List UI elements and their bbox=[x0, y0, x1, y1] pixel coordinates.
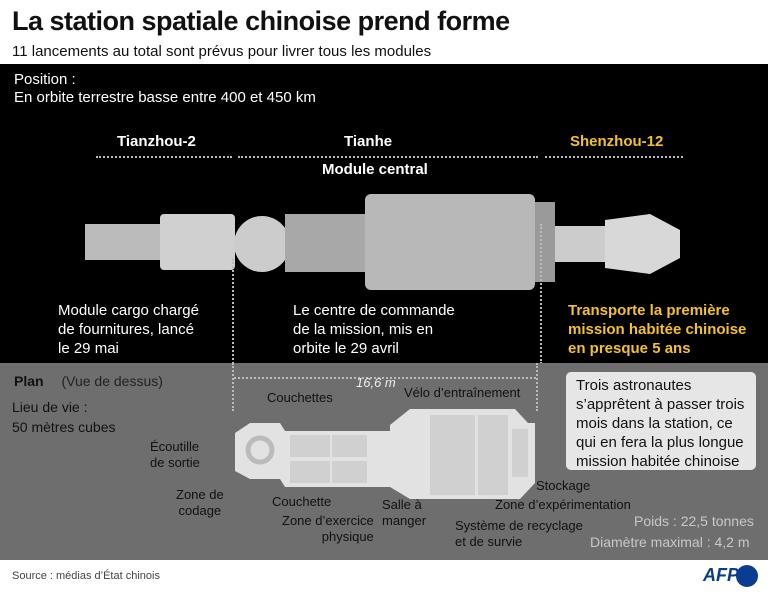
mission-note: Trois astronautes s’apprêtent à passer t… bbox=[566, 372, 756, 470]
tianhe-subtitle: Module central bbox=[322, 161, 428, 178]
shenzhou-name: Shenzhou-12 bbox=[570, 133, 664, 150]
length-label: 16,6 m bbox=[356, 375, 396, 390]
floor-plan bbox=[235, 409, 535, 499]
living-space: Lieu de vie : 50 mètres cubes bbox=[12, 399, 116, 435]
tianzhou-name: Tianzhou-2 bbox=[117, 133, 196, 150]
plan-heading: Plan (Vue de dessus) bbox=[14, 373, 163, 389]
tianhe-name: Tianhe bbox=[344, 133, 393, 150]
tianzhou-description: Module cargo chargé de fournitures, lanc… bbox=[58, 302, 199, 357]
position-label: Position : bbox=[14, 71, 76, 88]
shenzhou-description: Transporte la première mission habitée c… bbox=[568, 302, 747, 357]
tianhe-description: Le centre de commande de la mission, mis… bbox=[293, 302, 455, 357]
afp-logo: AFP bbox=[703, 565, 739, 585]
source: Source : médias d’État chinois bbox=[12, 570, 160, 582]
station-illustration bbox=[85, 194, 680, 290]
station-panel: Position : En orbite terrestre basse ent… bbox=[0, 64, 768, 364]
page-title: La station spatiale chinoise prend forme bbox=[12, 6, 510, 36]
subtitle: 11 lancements au total sont prévus pour … bbox=[12, 43, 432, 60]
weight: Poids : 22,5 tonnes bbox=[634, 513, 754, 529]
diameter: Diamètre maximal : 4,2 m bbox=[590, 534, 750, 550]
position-value: En orbite terrestre basse entre 400 et 4… bbox=[14, 89, 316, 106]
afp-logo-circle bbox=[736, 565, 758, 587]
